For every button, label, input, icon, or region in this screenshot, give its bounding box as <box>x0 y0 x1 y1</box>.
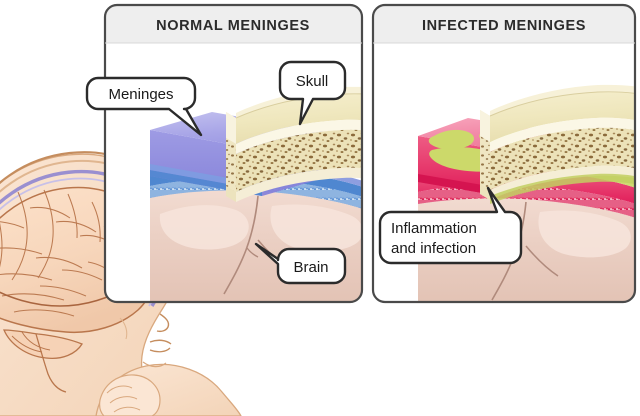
infant-nose <box>156 313 170 333</box>
skull-bone-top <box>236 93 362 144</box>
normal-gyrus-left <box>159 205 249 250</box>
callout-meninges: Meninges <box>85 76 203 137</box>
infected-skull-diploe <box>490 127 635 190</box>
pus-blob-1 <box>428 129 474 150</box>
callout-meninges-bubble <box>85 76 203 137</box>
infected-arachnoid-fringe <box>418 184 635 220</box>
callout-inflammation-label-line1: Inflammation <box>391 220 477 237</box>
panel-normal-title-bar <box>105 5 362 43</box>
infant-upper-lip <box>149 339 172 345</box>
normal-gyrus-right <box>270 204 362 252</box>
panel-normal-title: NORMAL MENINGES <box>156 18 310 34</box>
normal-arachnoid-fringe <box>150 178 362 212</box>
callout-brain-bubble <box>254 242 347 285</box>
infant-lower-lip <box>149 347 171 353</box>
callout-inflammation-bubble <box>378 186 523 265</box>
overview-cerebellum <box>3 329 83 360</box>
panel-infected-border <box>371 3 637 304</box>
infected-skull-top-highlight <box>490 84 635 116</box>
skull-diploe-spongy <box>236 129 362 192</box>
callout-inflammation-label-line2: and infection <box>391 240 476 257</box>
callout-brain: Brain <box>254 242 347 285</box>
infected-skull-bone-top <box>490 91 635 142</box>
callout-skull: Skull <box>278 60 347 126</box>
infant-fist <box>99 374 161 416</box>
infant-face <box>119 292 172 368</box>
callout-meninges-label: Meninges <box>108 86 173 103</box>
callout-skull-bubble <box>278 60 347 126</box>
infected-gyrus-right <box>538 210 631 258</box>
callout-inflammation: Inflammation and infection <box>378 186 523 265</box>
infant-chin <box>142 361 167 368</box>
infected-sulcus-branch <box>525 245 559 277</box>
panel-infected-title-bar <box>373 5 635 43</box>
panel-normal-border <box>103 3 364 304</box>
overview-brainstem <box>35 333 67 393</box>
callout-skull-label: Skull <box>296 73 329 90</box>
infected-skull-outer-table <box>490 117 635 152</box>
panel-infected-title: INFECTED MENINGES <box>422 18 586 34</box>
callout-brain-label: Brain <box>293 259 328 276</box>
infected-bone-pus-smear <box>490 173 635 204</box>
normal-sulcus-main <box>223 195 259 295</box>
